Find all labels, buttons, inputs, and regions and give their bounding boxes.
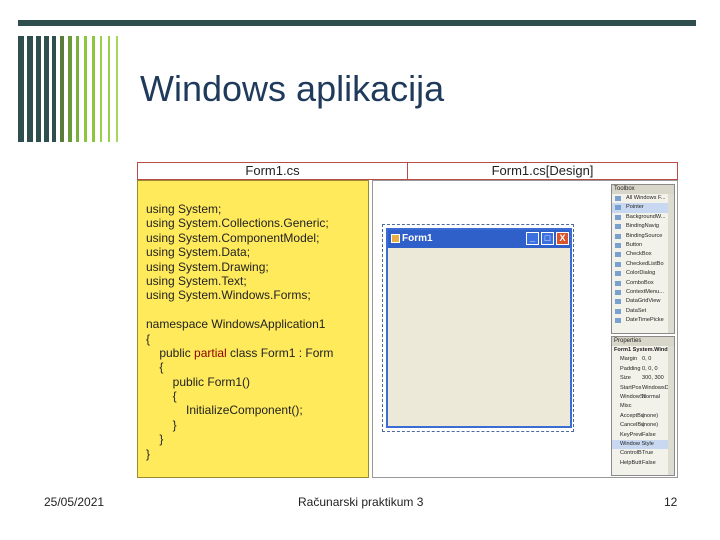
property-value: False bbox=[642, 459, 656, 466]
toolbox-item[interactable]: DataGridView bbox=[612, 297, 674, 306]
form-selection-outline bbox=[382, 224, 574, 432]
toolbox-item[interactable]: DataSet bbox=[612, 307, 674, 316]
properties-title: Properties bbox=[612, 337, 674, 346]
slide-title: Windows aplikacija bbox=[140, 68, 445, 109]
tab-form1-cs[interactable]: Form1.cs bbox=[245, 163, 300, 178]
code-line: } bbox=[146, 417, 177, 432]
toolbox-item[interactable]: ComboBox bbox=[612, 279, 674, 288]
code-line bbox=[146, 303, 333, 317]
code-line: public partial class Form1 : Form bbox=[146, 345, 334, 360]
property-name: ControlB bbox=[620, 450, 642, 457]
toolbox-item[interactable]: ContextMenu... bbox=[612, 288, 674, 297]
property-row[interactable]: AcceptBu(none) bbox=[612, 412, 674, 421]
property-value: (none) bbox=[642, 412, 659, 419]
close-icon[interactable]: X bbox=[556, 232, 569, 245]
property-row[interactable]: Window Style bbox=[612, 440, 674, 450]
toolbox-item[interactable]: ColorDialog bbox=[612, 269, 674, 278]
editor-tabs: Form1.cs Form1.cs[Design] bbox=[137, 162, 678, 180]
toolbox-item[interactable]: BindingNavig bbox=[612, 222, 674, 231]
property-name: Size bbox=[620, 375, 631, 382]
property-name: HelpButt bbox=[620, 459, 642, 466]
property-name: StartPos bbox=[620, 384, 642, 391]
top-bar bbox=[18, 20, 696, 26]
code-line: using System; bbox=[146, 202, 222, 216]
toolbox-item[interactable]: Button bbox=[612, 241, 674, 250]
properties-scrollbar[interactable] bbox=[668, 346, 674, 475]
property-value: 0, 0 bbox=[642, 356, 652, 363]
property-value: 300, 300 bbox=[642, 375, 664, 382]
code-line: { bbox=[146, 389, 177, 404]
properties-panel[interactable]: Properties Form1 System.Windo Margin 0, 0… bbox=[611, 336, 675, 476]
maximize-icon[interactable]: □ bbox=[541, 232, 554, 245]
property-row[interactable]: Size 300, 300 bbox=[612, 374, 674, 383]
code-line: } bbox=[146, 432, 164, 447]
footer-page-number: 12 bbox=[664, 495, 678, 509]
property-row[interactable]: Margin 0, 0 bbox=[612, 355, 674, 364]
property-row[interactable]: CancelBu(none) bbox=[612, 421, 674, 430]
code-text: using System;using System.Collections.Ge… bbox=[146, 202, 333, 461]
toolbox-item[interactable]: Pointer bbox=[612, 203, 674, 213]
footer-date: 25/05/2021 bbox=[44, 495, 105, 509]
toolbox-item[interactable]: DateTimePicke bbox=[612, 316, 674, 325]
property-name: Margin bbox=[620, 356, 638, 363]
property-name: Padding bbox=[620, 365, 641, 372]
code-line: { bbox=[146, 331, 151, 346]
code-keyword-partial: partial bbox=[194, 345, 227, 360]
form-title-text: Form1 bbox=[402, 233, 433, 244]
toolbox-scrollbar[interactable] bbox=[668, 194, 674, 333]
property-name: CancelBu bbox=[620, 422, 645, 429]
code-line: InitializeComponent(); bbox=[146, 403, 303, 418]
code-editor[interactable]: using System;using System.Collections.Ge… bbox=[137, 180, 369, 478]
code-line: using System.Text; bbox=[146, 273, 247, 288]
property-name: KeyPrevi bbox=[620, 431, 643, 438]
footer-course: Računarski praktikum 3 bbox=[298, 495, 424, 509]
code-line: { bbox=[146, 360, 164, 375]
code-line: namespace WindowsApplication1 bbox=[146, 317, 326, 332]
code-line: using System.Collections.Generic; bbox=[146, 216, 329, 231]
code-line: } bbox=[146, 446, 151, 461]
property-name: Misc bbox=[620, 403, 632, 410]
toolbox-item[interactable]: BackgroundW... bbox=[612, 213, 674, 222]
decorative-stripes bbox=[18, 36, 128, 142]
property-value: 0, 0, 0 bbox=[642, 365, 658, 372]
property-value: WindowsD bbox=[642, 384, 669, 391]
code-line: using System.ComponentModel; bbox=[146, 230, 320, 245]
property-value: Normal bbox=[642, 394, 661, 401]
property-value: False bbox=[642, 431, 656, 438]
toolbox-title: Toolbox bbox=[612, 185, 674, 194]
property-row[interactable]: Misc bbox=[612, 402, 674, 411]
form-title-bar[interactable]: Form1 _ □ X bbox=[388, 230, 570, 248]
code-line: public Form1() bbox=[146, 374, 251, 389]
property-value: True bbox=[642, 450, 654, 457]
toolbox-item[interactable]: All Windows F... bbox=[612, 194, 674, 203]
code-line: using System.Data; bbox=[146, 245, 251, 260]
property-name: AcceptBu bbox=[620, 412, 644, 419]
toolbox-item[interactable]: BindingSource bbox=[612, 232, 674, 241]
property-name: Window Style bbox=[620, 441, 654, 448]
properties-object-selector[interactable]: Form1 System.Windo bbox=[614, 347, 672, 353]
code-line: using System.Drawing; bbox=[146, 259, 269, 274]
tab-form1-design[interactable]: Form1.cs[Design] bbox=[407, 163, 677, 179]
minimize-icon[interactable]: _ bbox=[526, 232, 539, 245]
toolbox-item[interactable]: CheckBox bbox=[612, 250, 674, 259]
designer-form-window[interactable]: Form1 _ □ X bbox=[386, 228, 572, 428]
property-name: WindowSt bbox=[620, 394, 646, 401]
property-value: (none) bbox=[642, 422, 659, 429]
form-app-icon bbox=[391, 234, 400, 243]
toolbox-item[interactable]: CheckedListBo bbox=[612, 260, 674, 269]
code-line: using System.Windows.Forms; bbox=[146, 288, 311, 303]
